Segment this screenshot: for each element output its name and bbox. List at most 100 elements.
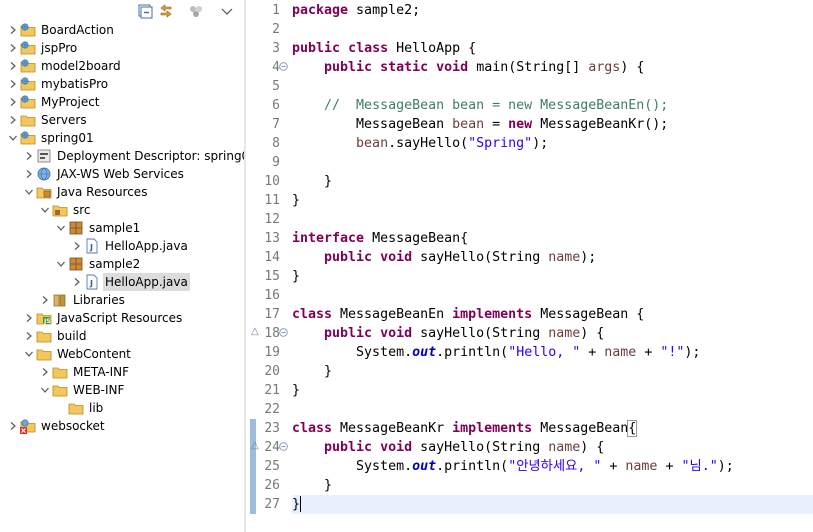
fold-collapse-icon[interactable] <box>279 328 288 339</box>
chevron-right-icon[interactable] <box>8 21 18 39</box>
chevron-right-icon[interactable] <box>40 291 50 309</box>
code-line[interactable]: public void sayHello(String name) { <box>292 324 604 343</box>
tree-item-sample2[interactable]: sample2 <box>56 255 142 273</box>
tree-item-mybatispro[interactable]: mybatisPro <box>8 75 110 93</box>
chevron-right-icon[interactable] <box>24 327 34 345</box>
tree-item-sample1[interactable]: sample1 <box>56 219 142 237</box>
tree-item-label: lib <box>89 401 104 415</box>
tree-item-web-inf[interactable]: WEB-INF <box>40 381 126 399</box>
tree-item-build[interactable]: build <box>24 327 89 345</box>
chevron-down-icon[interactable] <box>56 255 66 273</box>
code-token: "님." <box>681 459 718 474</box>
code-token: bean <box>356 136 389 151</box>
collapse-all-icon[interactable] <box>137 3 153 19</box>
chevron-right-icon[interactable] <box>8 417 18 435</box>
chevron-right-icon[interactable] <box>24 165 34 183</box>
tree-item-model2board[interactable]: model2board <box>8 57 123 75</box>
tree-item-lib[interactable]: lib <box>56 399 105 417</box>
override-indicator-icon[interactable]: △ <box>251 440 259 451</box>
chevron-right-icon[interactable] <box>8 93 18 111</box>
text-cursor <box>300 496 302 512</box>
code-token: ); <box>717 459 734 474</box>
tree-item-spring01[interactable]: spring01 <box>8 129 96 147</box>
tree-item-meta-inf[interactable]: META-INF <box>40 363 131 381</box>
code-line[interactable]: interface MessageBean{ <box>292 229 468 248</box>
code-line[interactable]: public void sayHello(String name); <box>292 248 596 267</box>
code-token: + <box>601 459 626 474</box>
code-line[interactable]: public void sayHello(String name) { <box>292 438 604 457</box>
chevron-right-icon[interactable] <box>8 57 18 75</box>
code-line[interactable]: class MessageBeanKr implements MessageBe… <box>292 419 638 438</box>
line-number: 4 <box>272 60 280 75</box>
code-line[interactable]: System.out.println("안녕하세요, " + name + "님… <box>292 457 734 476</box>
link-with-editor-icon[interactable] <box>158 3 174 19</box>
code-token: public <box>324 326 373 341</box>
chevron-right-icon[interactable] <box>24 147 34 165</box>
code-line[interactable]: } <box>292 172 332 191</box>
code-token: .println( <box>436 345 509 360</box>
code-line[interactable]: } <box>292 381 300 400</box>
code-line[interactable]: System.out.println("Hello, " + name + "!… <box>292 343 700 362</box>
chevron-right-icon[interactable] <box>8 75 18 93</box>
tree-item-jsppro[interactable]: jspPro <box>8 39 79 57</box>
code-line[interactable]: public class HelloApp { <box>292 39 476 58</box>
code-line[interactable]: } <box>292 476 332 495</box>
chevron-down-icon[interactable] <box>56 219 66 237</box>
line-number: 3 <box>272 41 280 56</box>
focus-task-icon[interactable] <box>188 3 204 19</box>
tree-item-java-resources[interactable]: Java Resources <box>24 183 149 201</box>
tree-item-deployment-descriptor-spring01[interactable]: Deployment Descriptor: spring01 <box>24 147 244 165</box>
code-line[interactable]: MessageBean bean = new MessageBeanKr(); <box>292 115 668 134</box>
chevron-down-icon[interactable] <box>24 183 34 201</box>
chevron-right-icon[interactable] <box>72 273 82 291</box>
override-indicator-icon[interactable]: △ <box>251 326 259 337</box>
tree-item-servers[interactable]: Servers <box>8 111 89 129</box>
tree-item-src[interactable]: src <box>40 201 93 219</box>
change-marker <box>250 457 256 476</box>
tree-item-label: websocket <box>41 419 105 433</box>
tree-item-boardaction[interactable]: BoardAction <box>8 21 116 39</box>
code-line[interactable]: } <box>292 191 300 210</box>
tree-item-libraries[interactable]: Libraries <box>40 291 127 309</box>
code-token: public <box>324 60 373 75</box>
code-line[interactable]: bean.sayHello("Spring"); <box>292 134 548 153</box>
chevron-right-icon[interactable] <box>72 237 82 255</box>
line-number: 27 <box>264 497 280 512</box>
code-token: class <box>292 421 333 436</box>
chevron-down-icon[interactable] <box>24 345 34 363</box>
tree-item-websocket[interactable]: websocket <box>8 417 107 435</box>
tree-item-jax-ws-web-services[interactable]: JAX-WS Web Services <box>24 165 186 183</box>
view-menu-chevron-icon[interactable] <box>219 3 235 19</box>
code-line[interactable]: // MessageBean bean = new MessageBeanEn(… <box>292 96 668 115</box>
tree-item-myproject[interactable]: MyProject <box>8 93 102 111</box>
tree-item-webcontent[interactable]: WebContent <box>24 345 133 363</box>
chevron-right-icon[interactable] <box>24 309 34 327</box>
code-token: out <box>412 459 437 474</box>
code-line[interactable]: } <box>292 362 332 381</box>
chevron-down-icon[interactable] <box>40 381 50 399</box>
code-line[interactable]: } <box>292 495 302 514</box>
code-token <box>292 60 324 75</box>
change-marker <box>250 476 256 495</box>
fold-collapse-icon[interactable] <box>279 62 288 73</box>
code-line[interactable]: } <box>292 267 300 286</box>
code-token: MessageBean <box>532 421 629 436</box>
line-number: 22 <box>264 402 280 417</box>
line-number: 15 <box>264 269 280 284</box>
chevron-right-icon[interactable] <box>40 363 50 381</box>
code-token: public <box>324 250 373 265</box>
sash-divider[interactable] <box>244 0 246 532</box>
fold-collapse-icon[interactable] <box>279 442 288 453</box>
chevron-down-icon[interactable] <box>8 129 18 147</box>
code-line[interactable]: class MessageBeanEn implements MessageBe… <box>292 305 644 324</box>
chevron-right-icon[interactable] <box>8 111 18 129</box>
code-token: sayHello(String <box>412 326 549 341</box>
code-line[interactable]: package sample2; <box>292 1 420 20</box>
chevron-down-icon[interactable] <box>40 201 50 219</box>
chevron-right-icon[interactable] <box>8 39 18 57</box>
code-line[interactable]: public static void main(String[] args) { <box>292 58 644 77</box>
